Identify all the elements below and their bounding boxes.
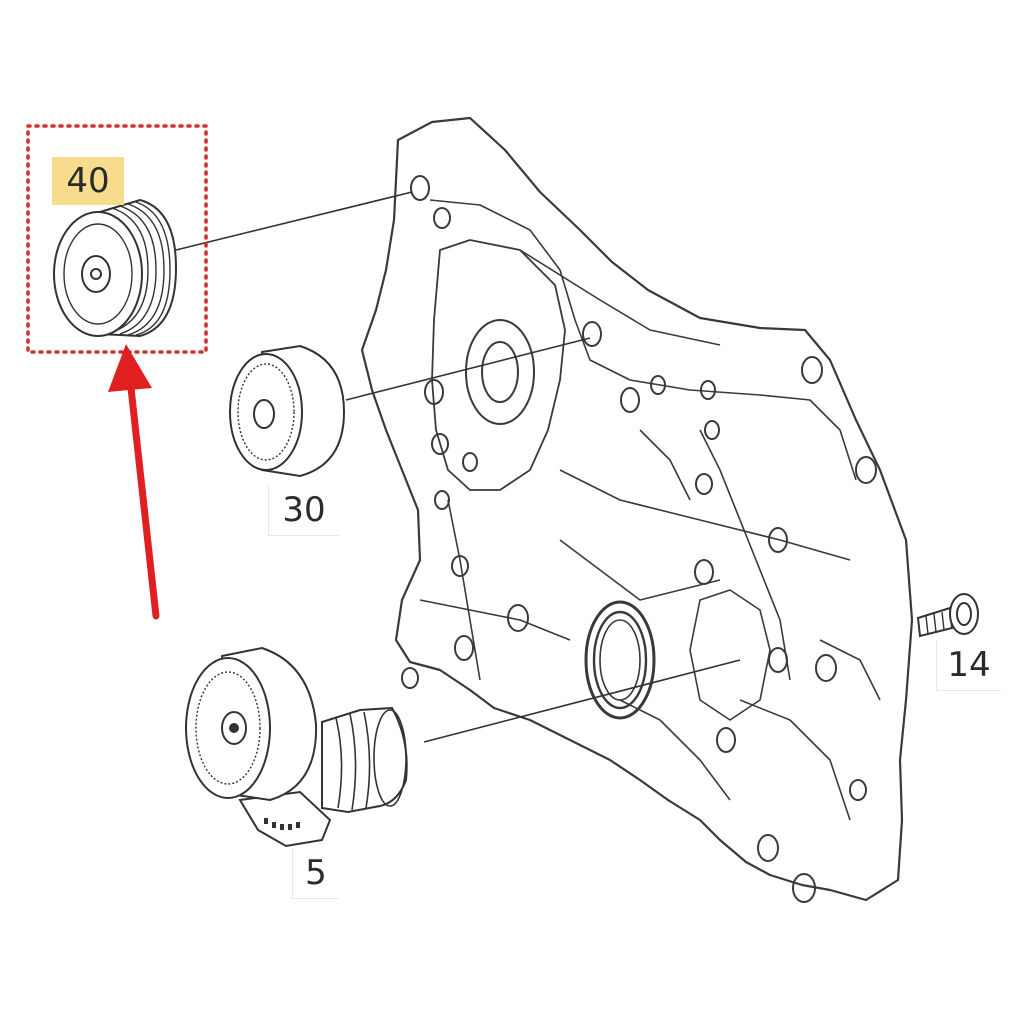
part-label-30: 30: [268, 485, 339, 536]
part-label-5: 5: [292, 848, 339, 899]
idler-pulley-ribbed-drawing: [53, 198, 178, 338]
bolt-drawing: [916, 593, 979, 638]
idler-pulley-smooth-drawing: [229, 344, 346, 478]
arrow-up-icon: [108, 344, 160, 620]
belt-tensioner-drawing: [185, 646, 408, 848]
cover-bolt-holes: [401, 175, 877, 903]
part-label-40: 40: [52, 157, 124, 205]
leader-lines: [175, 191, 741, 743]
timing-cover: [360, 116, 914, 902]
highlight-box: [26, 124, 208, 354]
part-label-14: 14: [936, 640, 1001, 691]
